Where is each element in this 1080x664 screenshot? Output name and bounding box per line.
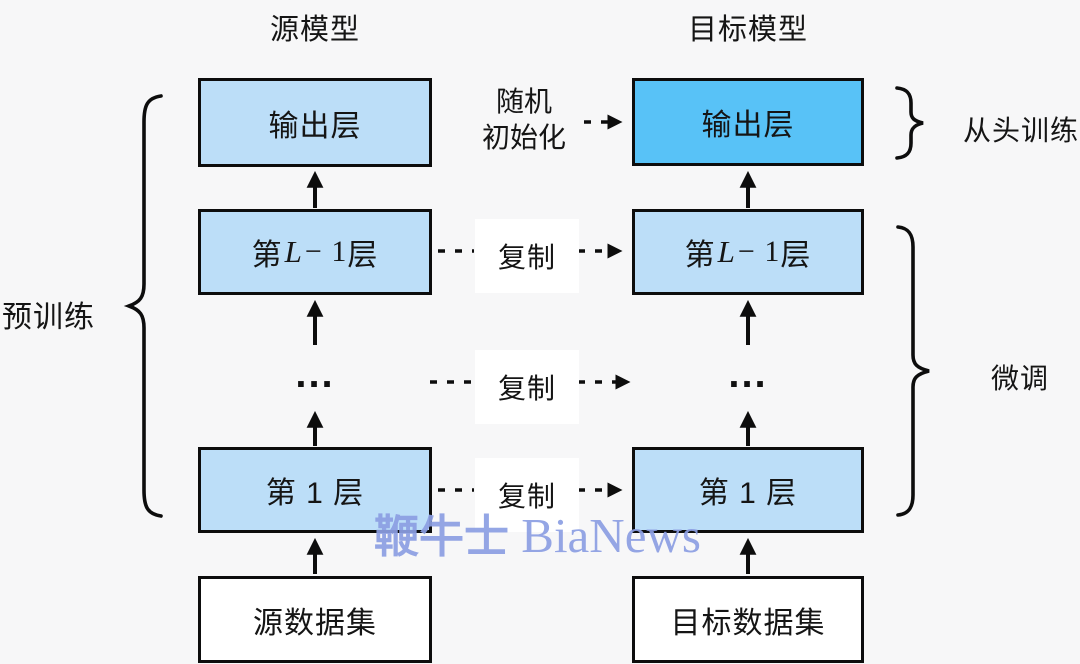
right-brace-small (895, 86, 924, 160)
copy-arrows (430, 243, 631, 498)
target-dataset-box: 目标数据集 (632, 576, 864, 663)
source-output-layer-label: 输出层 (268, 109, 362, 143)
watermark-latin: BiaNews (509, 508, 701, 563)
random-init-line2: 初始化 (481, 122, 566, 153)
layer-num: − 1 (737, 235, 781, 268)
source-dataset-label: 源数据集 (253, 606, 377, 640)
copy-label-3: 复制 (475, 458, 580, 532)
source-layer-1-label: 第 1 层 (265, 477, 365, 510)
train-from-scratch-label: 从头训练 (963, 115, 1080, 146)
layer-var: L (717, 234, 736, 269)
right-brace-large (896, 225, 930, 517)
target-ellipsis: ... (728, 352, 768, 396)
target-dataset-label: 目标数据集 (670, 606, 826, 640)
pretrain-label: 预训练 (2, 301, 95, 334)
source-layer-l-minus-1-box: 第 L − 1 层 (198, 209, 432, 295)
random-init-line1: 随机 (495, 86, 552, 117)
source-layer-1-box: 第 1 层 (198, 447, 432, 533)
target-output-layer-box: 输出层 (632, 78, 864, 166)
watermark-cjk: 鞭牛士 (374, 511, 510, 562)
target-layer-l-minus-1-box: 第 L − 1 层 (632, 209, 864, 295)
target-layer-1-box: 第 1 层 (632, 447, 864, 533)
source-dataset-box: 源数据集 (198, 576, 432, 663)
layer-num: − 1 (304, 235, 348, 268)
finetune-label: 微调 (991, 363, 1050, 394)
copy-label-1: 复制 (475, 219, 580, 293)
target-model-title: 目标模型 (687, 14, 808, 46)
target-layer-1-label: 第 1 层 (698, 477, 798, 510)
target-output-layer-label: 输出层 (701, 109, 795, 142)
watermark: 鞭牛士 BiaNews (374, 500, 701, 565)
source-ellipsis: ... (295, 352, 335, 396)
layer-label-suffix: 层 (347, 239, 379, 272)
layer-label-prefix: 第 (251, 239, 283, 272)
copy-label-2: 复制 (475, 350, 580, 424)
random-init-label: 随机 初始化 (454, 84, 594, 156)
source-model-title: 源模型 (269, 14, 360, 46)
layer-var: L (284, 234, 303, 269)
layer-label-suffix: 层 (780, 239, 812, 272)
source-output-layer-box: 输出层 (198, 78, 432, 167)
layer-label-prefix: 第 (684, 239, 716, 272)
left-brace (123, 94, 163, 518)
